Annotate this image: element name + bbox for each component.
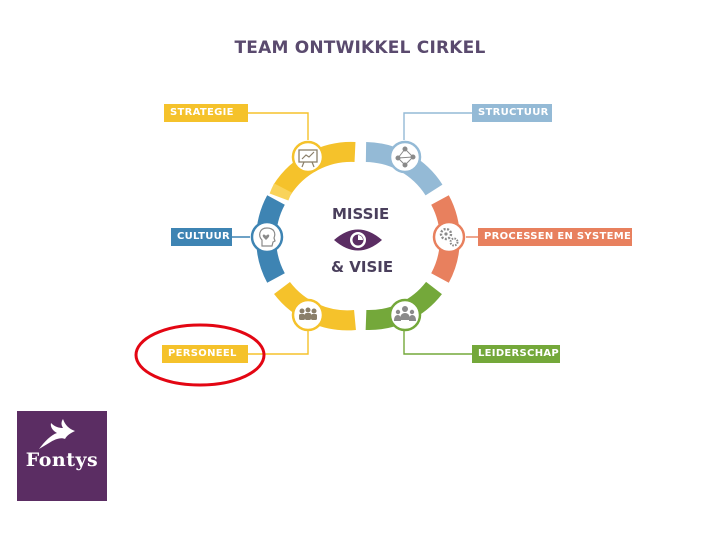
ring-segment-strategie-2 xyxy=(269,183,292,201)
connector-structuur xyxy=(403,112,472,140)
highlight-ellipse xyxy=(134,323,266,387)
icon-personeel xyxy=(291,298,325,332)
fontys-logo: Fontys xyxy=(17,411,107,501)
label-cultuur: CULTUUR xyxy=(171,228,232,246)
connectors xyxy=(232,112,478,355)
connector-leiderschap xyxy=(403,330,472,355)
network-icon xyxy=(388,140,422,174)
icon-cultuur xyxy=(250,220,284,254)
label-personeel: PERSONEEL xyxy=(162,345,248,363)
icon-strategie xyxy=(291,140,325,174)
icon-leiderschap xyxy=(388,298,422,332)
logo-text: Fontys xyxy=(25,449,99,471)
label-strategie: STRATEGIE xyxy=(164,104,248,122)
connector-strategie xyxy=(248,112,309,140)
connector-personeel xyxy=(248,330,309,355)
icon-processen xyxy=(432,220,466,254)
eye-icon xyxy=(334,229,382,251)
bird-icon xyxy=(39,419,75,449)
icon-structuur xyxy=(388,140,422,174)
center-line-2: & VISIE xyxy=(331,258,394,276)
diagram-title: TEAM ONTWIKKEL CIRKEL xyxy=(234,38,486,58)
label-processen: PROCESSEN EN SYSTEMEN xyxy=(478,228,639,246)
label-leiderschap: LEIDERSCHAP xyxy=(472,345,560,363)
label-structuur: STRUCTUUR xyxy=(472,104,552,122)
center-line-1: MISSIE xyxy=(332,205,390,223)
